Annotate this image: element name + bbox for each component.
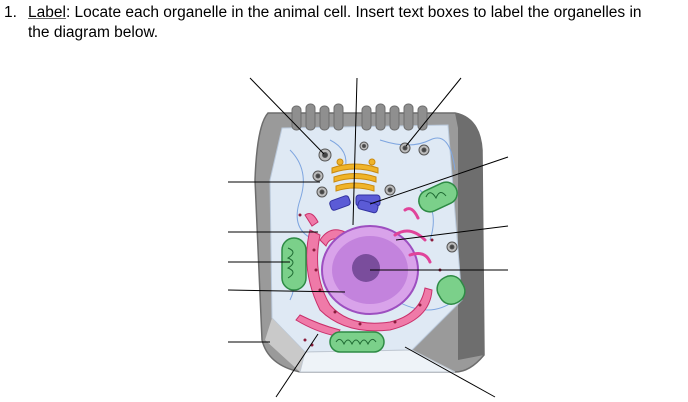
cell-side-face bbox=[455, 113, 484, 360]
ribosomes bbox=[298, 213, 442, 347]
label-line-13 bbox=[404, 346, 496, 398]
rough-er bbox=[295, 213, 433, 337]
question-line-1: 1. Label: Locate each organelle in the a… bbox=[4, 3, 688, 23]
centrioles bbox=[329, 194, 381, 214]
vesicles bbox=[312, 141, 458, 253]
question-line-2: the diagram below. bbox=[28, 24, 159, 41]
label-line-12 bbox=[275, 333, 319, 398]
label-keyword: Label bbox=[28, 4, 66, 21]
cell-cut-face bbox=[265, 318, 305, 372]
smooth-er bbox=[393, 207, 432, 264]
mitochondria bbox=[281, 181, 466, 353]
question-number: 1. bbox=[4, 4, 17, 21]
label-line-1 bbox=[249, 77, 325, 155]
microvilli bbox=[291, 103, 428, 131]
question-text: : Locate each organelle in the animal ce… bbox=[65, 4, 642, 21]
label-line-7 bbox=[395, 225, 509, 241]
nucleolus bbox=[352, 254, 380, 282]
mitochondria-cristae bbox=[286, 192, 447, 346]
label-line-2 bbox=[352, 77, 358, 226]
label-line-10 bbox=[227, 289, 346, 293]
label-line-5 bbox=[369, 156, 509, 205]
label-lines bbox=[227, 77, 509, 398]
label-line-3 bbox=[405, 77, 462, 147]
question-block: 1. Label: Locate each organelle in the a… bbox=[4, 3, 688, 43]
